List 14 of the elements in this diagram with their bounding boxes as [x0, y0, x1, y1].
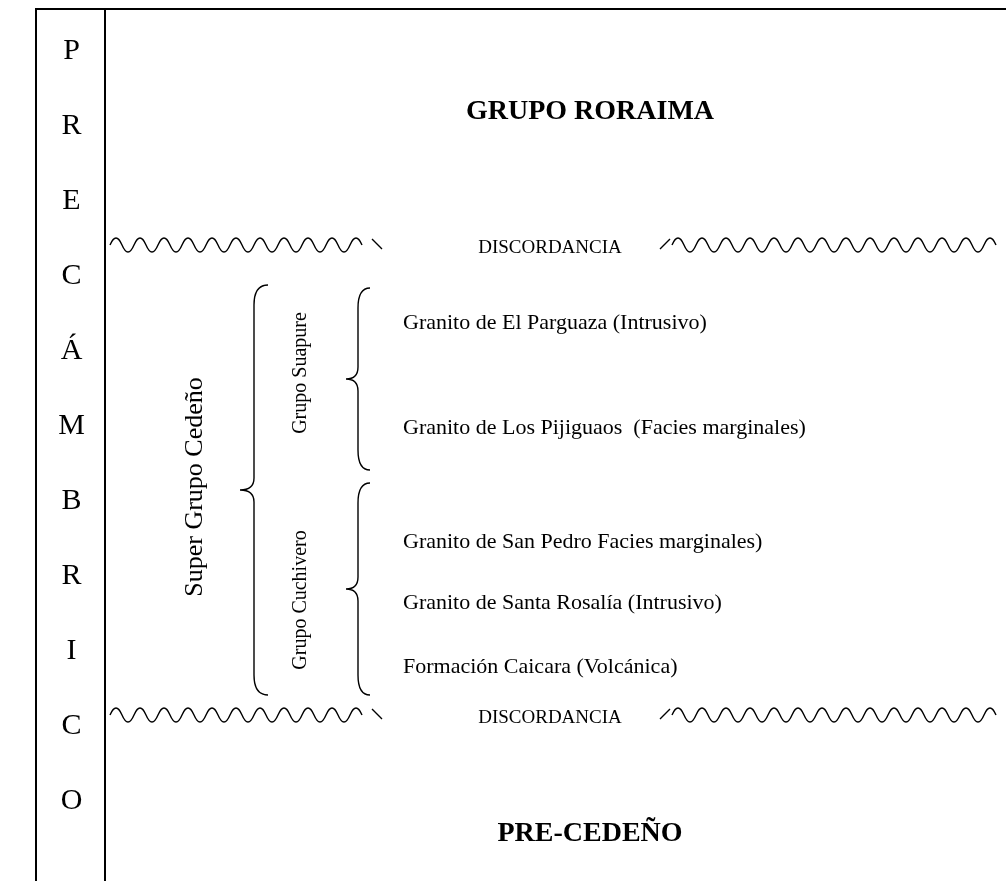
stratum-heading: GRUPO RORAIMA [465, 94, 715, 126]
unit-label: Granito de Santa Rosalía (Intrusivo) [403, 589, 722, 615]
era-label: PRECÁMBRICO [55, 32, 87, 857]
group-label: Grupo Cuchivero [287, 530, 311, 670]
unit-label: Formación Caicara (Volcánica) [403, 653, 678, 679]
unit-label: Granito de San Pedro Facies marginales) [403, 528, 763, 554]
unconformity-label: DISCORDANCIA [478, 706, 622, 728]
unconformity-label: DISCORDANCIA [478, 236, 622, 258]
era-column [35, 8, 106, 881]
group-label: Grupo Suapure [287, 312, 311, 434]
unit-label: Granito de Los Pijiguaos (Facies marginales) [403, 414, 806, 440]
stratum-heading: PRE-CEDEÑO [497, 816, 683, 848]
group-label: Super Grupo Cedeño [179, 377, 209, 597]
unit-label: Granito de El Parguaza (Intrusivo) [403, 309, 707, 335]
